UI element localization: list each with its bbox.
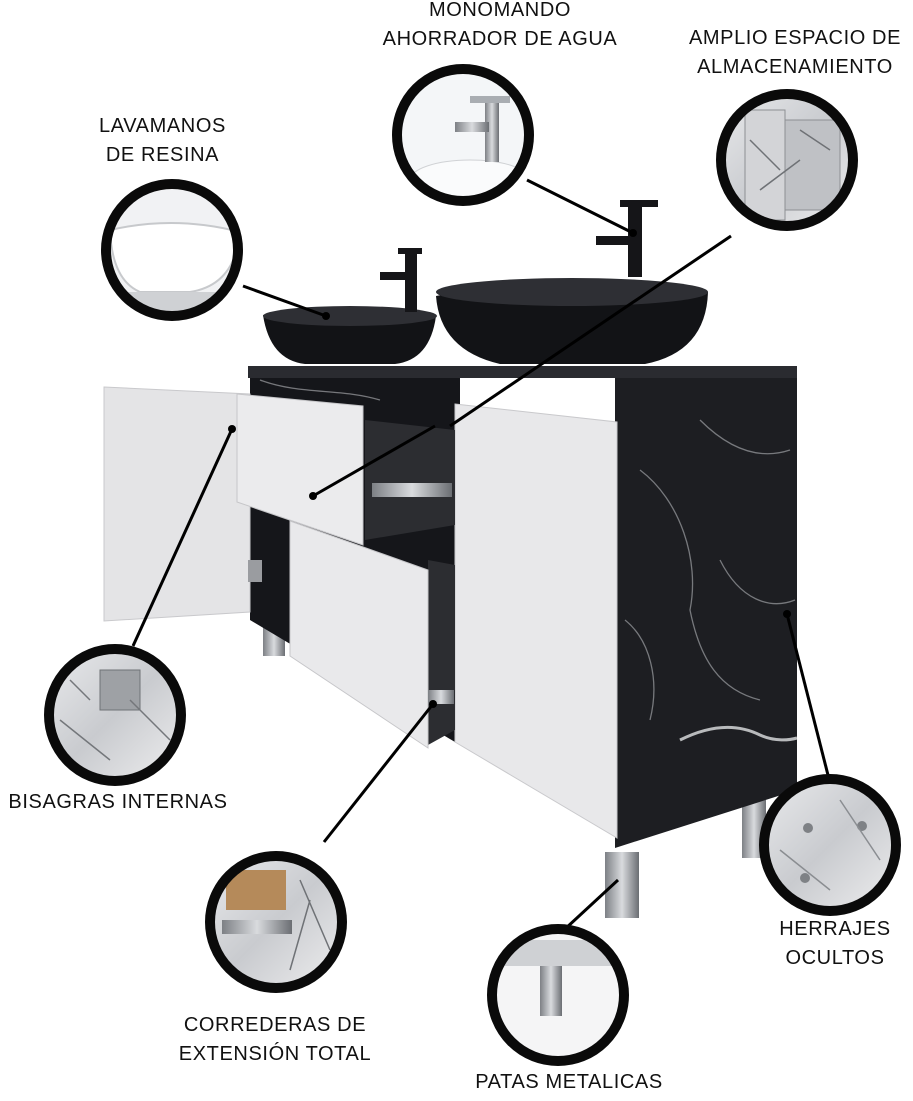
countertop <box>248 366 797 378</box>
label-correderas-line1: CORREDERAS DE <box>183 1014 367 1036</box>
label-bisagras-line1: BISAGRAS INTERNAS <box>8 791 228 813</box>
hinge <box>248 560 262 582</box>
leader-dots <box>228 229 791 708</box>
label-monomando-line1: MONOMANDO <box>428 0 572 21</box>
marble-veins <box>259 379 798 742</box>
label-monomando: MONOMANDO AHORRADOR DE AGUA <box>365 0 635 54</box>
faucet-icon <box>485 100 499 162</box>
label-patas: PATAS METALICAS <box>462 1068 676 1097</box>
label-correderas-line2: EXTENSIÓN TOTAL <box>178 1043 372 1065</box>
label-herrajes-line2: OCULTOS <box>785 947 885 969</box>
vanity-cabinet <box>103 200 798 918</box>
label-amplio-line1: AMPLIO ESPACIO DE <box>688 27 902 49</box>
top-drawer-front <box>236 393 364 546</box>
sink-right-rim <box>436 278 708 306</box>
front-leg <box>605 852 639 918</box>
label-correderas: CORREDERAS DE EXTENSIÓN TOTAL <box>160 1011 390 1069</box>
right-door <box>454 403 618 839</box>
cabinet-side-panel <box>615 378 797 848</box>
label-amplio-line2: ALMACENAMIENTO <box>697 56 893 78</box>
callout-storage <box>716 89 858 231</box>
drawer-slide-icon <box>222 920 292 934</box>
leader-lines <box>131 178 831 931</box>
label-herrajes-line1: HERRAJES <box>779 918 891 940</box>
callout-hardware <box>759 774 901 916</box>
label-monomando-line2: AHORRADOR DE AGUA <box>382 28 618 50</box>
faucet-left <box>380 248 422 312</box>
label-lavamanos-line1: LAVAMANOS <box>99 115 226 137</box>
bottom-drawer-front <box>289 520 429 749</box>
label-bisagras: BISAGRAS INTERNAS <box>0 788 236 817</box>
label-herrajes: HERRAJES OCULTOS <box>760 915 910 973</box>
callout-sink <box>101 179 243 321</box>
sink-bowl-icon <box>108 222 238 293</box>
label-amplio: AMPLIO ESPACIO DE ALMACENAMIENTO <box>677 24 913 82</box>
label-lavamanos: LAVAMANOS DE RESINA <box>80 112 245 170</box>
faucet-right <box>596 200 658 277</box>
callout-slides <box>205 851 347 993</box>
left-door <box>103 386 251 622</box>
callout-faucet <box>392 64 534 206</box>
sink-left-rim <box>263 306 437 326</box>
top-drawer-slide <box>372 483 452 497</box>
bottom-drawer-box <box>428 560 455 745</box>
callout-legs <box>487 924 629 1066</box>
metal-leg-icon <box>540 966 562 1016</box>
label-lavamanos-line2: DE RESINA <box>105 144 220 166</box>
callout-hinge <box>44 644 186 786</box>
label-patas-line1: PATAS METALICAS <box>475 1071 663 1093</box>
top-drawer-box <box>365 420 455 540</box>
